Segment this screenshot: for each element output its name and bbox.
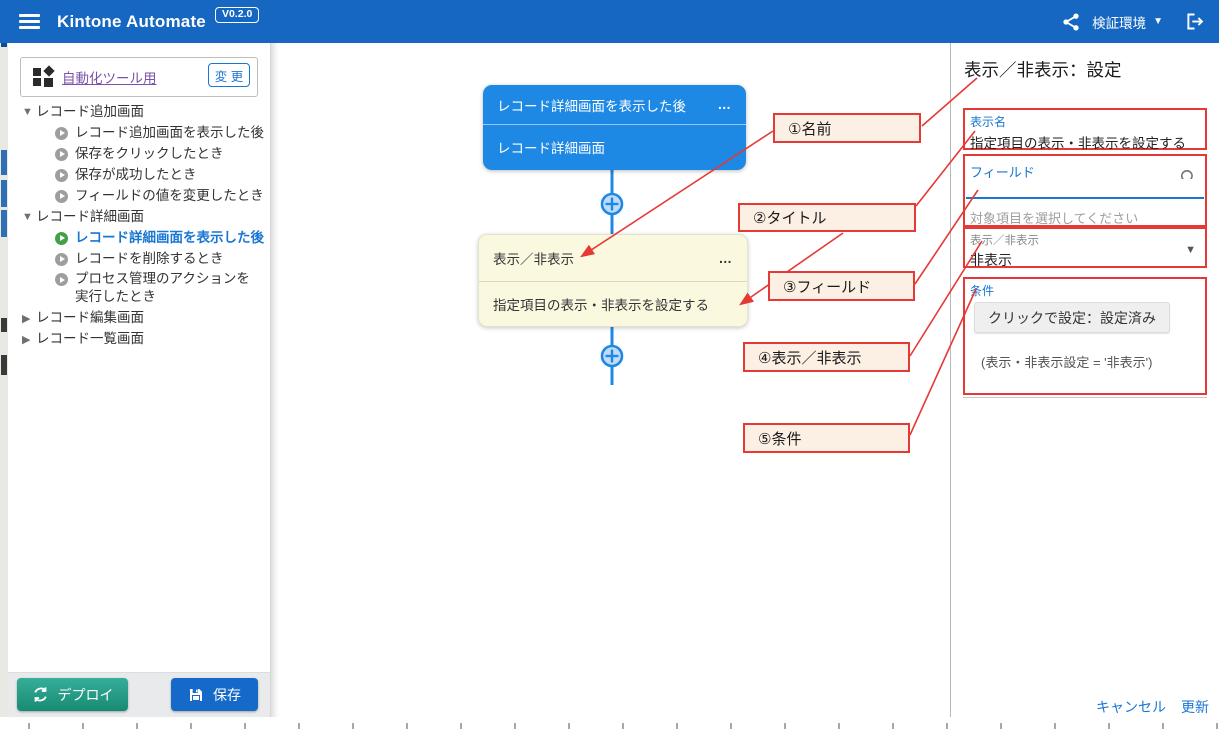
caret-right-icon: ▶: [22, 333, 31, 346]
sidebar-item-save-clicked[interactable]: 保存をクリックしたとき: [8, 144, 264, 164]
display-name-value[interactable]: 指定項目の表示・非表示を設定する: [970, 136, 1186, 151]
settings-panel: 表示／非表示：設定 表示名 指定項目の表示・非表示を設定する フィールド 対象項…: [950, 43, 1219, 717]
condition-label: 条件: [970, 284, 995, 298]
annotation-name: ①名前: [773, 113, 921, 143]
annotation-condition: ⑤条件: [743, 423, 910, 453]
sync-icon: [33, 687, 47, 702]
visibility-value: 非表示: [970, 252, 1012, 268]
condition-set-button[interactable]: クリックで設定：設定済み: [974, 302, 1170, 333]
environment-selector[interactable]: 検証環境: [1092, 15, 1147, 31]
app-selector-box: 自動化ツール用 変 更: [20, 57, 258, 97]
trigger-node-title: レコード詳細画面を表示した後: [497, 98, 686, 114]
add-step-button[interactable]: [600, 344, 624, 368]
field-select-field: フィールド: [963, 154, 1207, 207]
logout-icon[interactable]: [1183, 11, 1206, 32]
play-circle-icon: [55, 189, 68, 203]
caret-right-icon: ▶: [22, 312, 31, 325]
sidebar-item-process-action[interactable]: プロセス管理のアクションを実行したとき: [8, 270, 264, 310]
canvas-ruler: [0, 717, 1219, 729]
version-badge: V0.2.0: [214, 7, 260, 23]
sidebar-item-record-delete[interactable]: レコードを削除するとき: [8, 249, 264, 269]
panel-title: 表示／非表示：設定: [964, 60, 1122, 80]
sidebar: 自動化ツール用 変 更 ▼レコード追加画面 レコード追加画面を表示した後 保存を…: [8, 43, 271, 717]
condition-section: 条件 クリックで設定：設定済み (表示・非表示設定 = '非表示'): [963, 277, 1207, 395]
field-helper-row: 対象項目を選択してください: [963, 205, 1207, 227]
input-focus-underline: [966, 197, 1204, 199]
sidebar-footer: デプロイ 保存: [8, 672, 270, 717]
play-circle-icon-green: [55, 231, 68, 245]
section-divider: [963, 397, 1207, 398]
display-name-field: 表示名 指定項目の表示・非表示を設定する: [963, 108, 1207, 151]
app-link[interactable]: 自動化ツール用: [62, 71, 157, 86]
sidebar-item-record-list-screen[interactable]: ▶レコード一覧画面: [22, 331, 144, 346]
play-circle-icon: [55, 168, 68, 182]
share-icon[interactable]: [1061, 12, 1081, 32]
caret-down-icon: ▼: [22, 211, 33, 223]
trigger-node[interactable]: レコード詳細画面を表示した後 … レコード詳細画面: [483, 85, 746, 170]
sidebar-item-record-detail-screen[interactable]: ▼レコード詳細画面: [22, 209, 144, 224]
cancel-button[interactable]: キャンセル: [1096, 699, 1166, 715]
sidebar-item-after-add-screen[interactable]: レコード追加画面を表示した後: [8, 123, 264, 143]
add-step-button[interactable]: [600, 192, 624, 216]
dropdown-caret-icon[interactable]: ▼: [1185, 244, 1196, 256]
sidebar-item-after-detail-screen-selected[interactable]: レコード詳細画面を表示した後: [8, 228, 264, 248]
caret-down-icon: ▼: [22, 106, 33, 118]
change-app-button[interactable]: 変 更: [208, 63, 250, 87]
play-circle-icon: [55, 273, 68, 286]
sidebar-item-save-succeeded[interactable]: 保存が成功したとき: [8, 165, 264, 185]
flow-canvas[interactable]: レコード詳細画面を表示した後 … レコード詳細画面 表示／非表示 … 指定項目の…: [271, 43, 950, 717]
hamburger-menu-icon[interactable]: [19, 14, 40, 29]
play-circle-icon: [55, 147, 68, 161]
save-button[interactable]: 保存: [171, 678, 258, 711]
node-menu-icon[interactable]: …: [717, 97, 732, 112]
play-circle-icon: [55, 252, 68, 266]
field-search-input[interactable]: [969, 179, 1201, 197]
condition-expression: (表示・非表示設定 = '非表示'): [981, 355, 1153, 370]
update-button[interactable]: 更新: [1181, 699, 1209, 715]
visibility-label: 表示／非表示: [970, 235, 1039, 247]
deploy-button[interactable]: デプロイ: [17, 678, 128, 711]
field-helper-text: 対象項目を選択してください: [970, 211, 1139, 226]
kintone-app-icon: [33, 65, 55, 87]
node-menu-icon[interactable]: …: [718, 250, 733, 266]
trigger-node-subtitle: レコード詳細画面: [497, 141, 605, 156]
annotation-title: ②タイトル: [738, 203, 916, 232]
visibility-dropdown[interactable]: 表示／非表示 非表示 ▼: [963, 227, 1207, 268]
chevron-down-icon[interactable]: ▼: [1153, 16, 1163, 27]
app-header: Kintone Automate V0.2.0 検証環境 ▼: [0, 0, 1219, 43]
field-label: フィールド: [970, 165, 1035, 180]
action-node-subtitle: 指定項目の表示・非表示を設定する: [493, 298, 709, 313]
sidebar-item-field-changed[interactable]: フィールドの値を変更したとき: [8, 186, 264, 206]
annotation-visibility: ④表示／非表示: [743, 342, 910, 372]
action-node[interactable]: 表示／非表示 … 指定項目の表示・非表示を設定する: [478, 234, 748, 327]
action-node-title: 表示／非表示: [493, 252, 574, 267]
app-title: Kintone Automate: [57, 11, 206, 31]
display-name-label: 表示名: [970, 115, 1007, 129]
annotation-field: ③フィールド: [768, 271, 915, 301]
play-circle-icon: [55, 126, 68, 140]
sidebar-item-record-add-screen[interactable]: ▼レコード追加画面: [22, 104, 144, 119]
left-scroll-strip[interactable]: [0, 43, 8, 717]
sidebar-item-record-edit-screen[interactable]: ▶レコード編集画面: [22, 310, 144, 325]
floppy-disk-icon: [190, 688, 202, 701]
